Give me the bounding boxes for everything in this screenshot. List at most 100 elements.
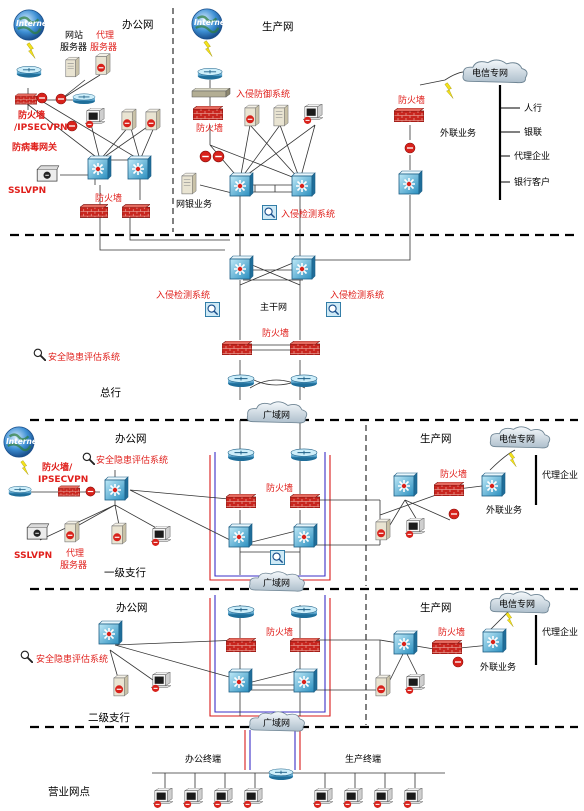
firewall-label: 防火墙 — [266, 626, 293, 638]
firewall-icon — [122, 204, 150, 218]
online-banking-label: 网银业务 — [176, 198, 212, 210]
core-switch-icon — [228, 523, 253, 548]
core-switch-icon — [293, 668, 318, 693]
internet-label: Internet — [6, 437, 41, 446]
firewall-ipsec-label-1: 防火墙 — [18, 109, 45, 121]
firewall-icon — [15, 93, 37, 105]
vertical-dividers — [172, 8, 367, 725]
proxy-server-icon — [95, 53, 111, 75]
prod-terminals-label: 生产终端 — [345, 753, 381, 765]
core-switch-icon — [291, 255, 316, 280]
proxy-server-label-2: 服务器 — [60, 559, 87, 571]
ids-left-label: 入侵检测系统 — [156, 289, 210, 301]
server-icon — [244, 104, 260, 127]
router-icon — [8, 485, 32, 497]
office-net-title: 办公网 — [122, 18, 154, 31]
lock-icon — [448, 508, 460, 520]
internet-label: Internet — [16, 19, 51, 28]
firewall-ipsec-label-1: 防火墙/ — [42, 461, 73, 473]
lock-icon — [66, 120, 78, 132]
magnifier-icon — [82, 452, 95, 465]
proxy-server-label-1: 代理 — [66, 548, 84, 559]
ids-icon — [270, 550, 285, 565]
server-icon — [375, 674, 391, 697]
antivirus-lock-icon — [55, 93, 67, 105]
lock-icon — [404, 142, 416, 154]
core-switch-icon — [104, 476, 129, 501]
wan-label: 广域网 — [263, 409, 290, 421]
website-server-label-2: 服务器 — [60, 41, 87, 53]
pc-icon — [212, 788, 234, 808]
firewall-icon — [290, 494, 320, 508]
firewall-label: 防火墙 — [262, 327, 289, 339]
level1-prod-title: 生产网 — [420, 432, 452, 445]
core-switch-icon — [87, 155, 112, 180]
ips-device-icon — [191, 88, 231, 98]
security-assess-label: 安全隐患评估系统 — [36, 653, 108, 665]
firewall-icon — [394, 108, 424, 122]
router-icon — [197, 67, 223, 80]
telecom-line-label: 电信专网 — [499, 433, 535, 445]
ids-icon — [262, 205, 277, 220]
pc-icon — [342, 788, 364, 808]
wan-label: 广域网 — [263, 577, 290, 589]
outlets: 办公终端 生产终端 营业网点 — [48, 753, 424, 808]
firewall-icon — [290, 341, 320, 355]
level2-branch: 办公网 生产网 安全隐患评估系统 二级支行 防火墙 广域网 防火墙 外联业务 电… — [20, 591, 578, 732]
telecom-line-label: 电信专网 — [499, 598, 535, 610]
lock-icon — [212, 150, 225, 163]
lightning-icon — [26, 42, 36, 59]
party-unionpay: 银联 — [524, 126, 542, 138]
backbone-label: 主干网 — [260, 301, 287, 313]
pc-icon — [402, 788, 424, 808]
server-icon — [375, 518, 391, 541]
core-switch-icon — [228, 668, 253, 693]
ids-label: 入侵检测系统 — [281, 208, 335, 220]
sslvpn-icon — [26, 523, 50, 540]
firewall-label: 防火墙 — [95, 192, 122, 204]
level2-prod-title: 生产网 — [420, 601, 452, 614]
firewall-label: 防火墙 — [440, 468, 467, 480]
lightning-icon — [20, 460, 29, 475]
sslvpn-icon — [36, 165, 60, 182]
ids-icon — [205, 302, 220, 317]
telecom-line-label: 电信专网 — [472, 67, 508, 79]
links-lower — [26, 420, 516, 790]
pc-icon — [404, 674, 426, 694]
server-icon — [273, 104, 289, 127]
proxy-server-label-2: 服务器 — [90, 41, 117, 53]
antivirus-gw-label: 防病毒网关 — [12, 141, 57, 153]
switch-icon — [72, 93, 96, 104]
firewall-ipsec-label-2: /IPSECVPN — [14, 123, 68, 133]
core-switch-icon — [291, 172, 316, 197]
ips-label: 入侵防御系统 — [236, 88, 290, 100]
firewall-label: 防火墙 — [398, 94, 425, 106]
firewall-icon — [58, 485, 80, 497]
router-icon — [16, 65, 42, 78]
firewall-icon — [193, 106, 223, 120]
pc-icon — [152, 788, 174, 808]
firewall-label: 防火墙 — [266, 482, 293, 494]
pc-icon — [150, 526, 172, 546]
core-switch-icon — [127, 155, 152, 180]
pc-icon — [242, 788, 264, 808]
core-switch-icon — [398, 170, 423, 195]
firewall-ipsec-label-2: IPSECVPN — [38, 475, 88, 485]
external-business-label: 外联业务 — [440, 127, 476, 139]
core-switch-icon — [229, 172, 254, 197]
agent-enterprise-label: 代理企业 — [542, 469, 578, 481]
pc-icon — [302, 104, 324, 124]
magnifier-icon — [20, 650, 33, 663]
firewall-icon — [80, 204, 108, 218]
outlets-label: 营业网点 — [48, 785, 90, 798]
lightning-icon — [444, 82, 454, 99]
security-assess-label: 安全隐患评估系统 — [96, 454, 168, 466]
top-office-net: Internet 网站 服务器 代理 服务器 办公网 防火墙 /IPSECVPN… — [8, 8, 161, 218]
router-icon — [227, 374, 255, 387]
internet-label: Internet — [194, 18, 229, 27]
party-pboc: 人行 — [524, 102, 542, 114]
pc-icon — [150, 672, 172, 692]
level2-branch-label: 二级支行 — [88, 711, 130, 724]
head-office-label: 总行 — [100, 386, 121, 399]
lightning-icon — [203, 40, 213, 57]
